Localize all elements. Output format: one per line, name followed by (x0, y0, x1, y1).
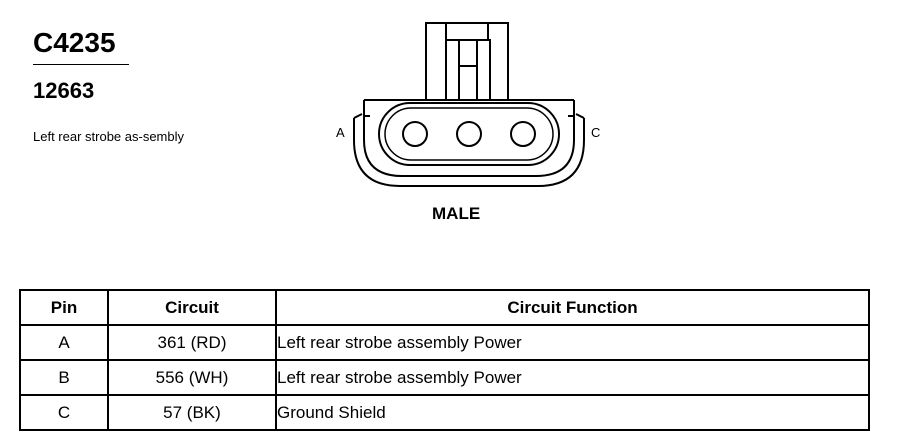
row-pin: C (19, 394, 109, 431)
table-row: B 556 (WH) Left rear strobe assembly Pow… (19, 359, 870, 396)
header-circuit-function: Circuit Function (275, 289, 870, 326)
row-circuit: 556 (WH) (107, 359, 277, 396)
row-pin: A (19, 324, 109, 361)
pin-cavity-inner (384, 107, 554, 161)
part-number: 12663 (33, 78, 95, 103)
row-circuit: 57 (BK) (107, 394, 277, 431)
pin-cavity (378, 102, 560, 166)
row-circuit: 361 (RD) (107, 324, 277, 361)
pin-a-label: A (336, 125, 345, 140)
row-function: Ground Shield (275, 394, 870, 431)
pin-a (402, 121, 428, 147)
row-function: Left rear strobe assembly Power (275, 324, 870, 361)
connector-gender: MALE (432, 204, 481, 223)
header-pin: Pin (19, 289, 109, 326)
connector-description: Left rear strobe as-sembly (33, 129, 185, 144)
title-underline (33, 64, 129, 65)
table-row: C 57 (BK) Ground Shield (19, 394, 870, 431)
table-header-row: Pin Circuit Circuit Function (19, 289, 870, 326)
row-pin: B (19, 359, 109, 396)
pin-c (510, 121, 536, 147)
table-row: A 361 (RD) Left rear strobe assembly Pow… (19, 324, 870, 361)
connector-latch (425, 22, 509, 101)
pin-b (456, 121, 482, 147)
connector-id: C4235 (33, 27, 116, 58)
row-function: Left rear strobe assembly Power (275, 359, 870, 396)
connector-face-drawing (353, 22, 585, 187)
connector-body (353, 99, 585, 187)
header-circuit: Circuit (107, 289, 277, 326)
pin-c-label: C (591, 125, 601, 140)
pinout-table: Pin Circuit Circuit Function A 361 (RD) … (19, 289, 870, 431)
